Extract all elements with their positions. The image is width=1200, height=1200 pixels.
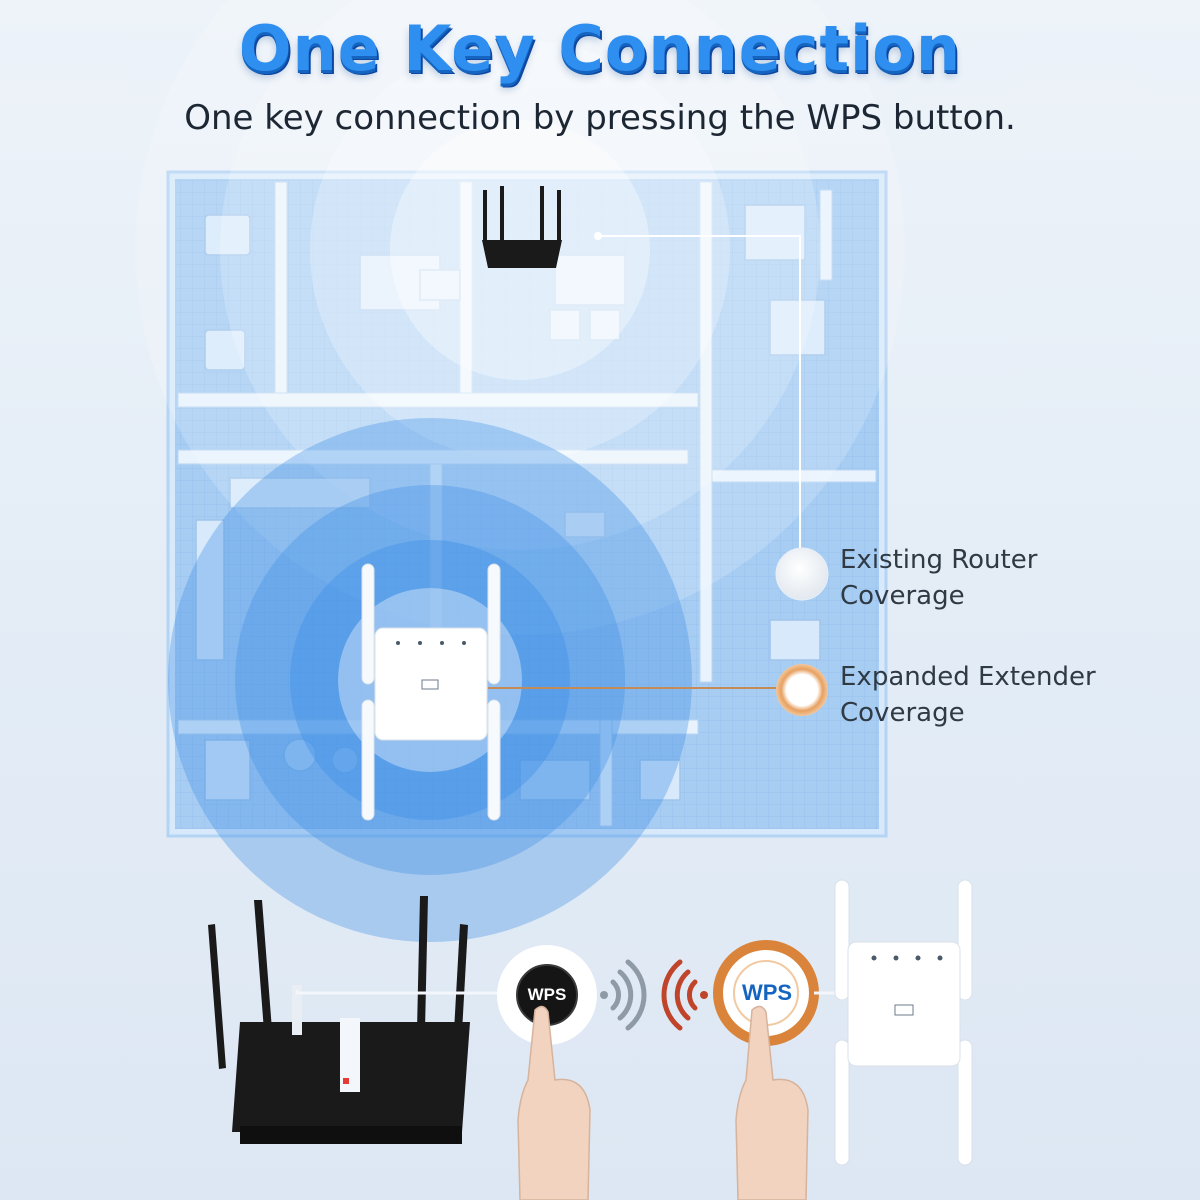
extender-coverage-label: Expanded Extender Coverage bbox=[840, 659, 1160, 731]
wifi-signal-orange-icon bbox=[661, 959, 708, 1031]
extender-coverage-legend-icon bbox=[776, 664, 828, 716]
finger-press-icon bbox=[517, 1005, 809, 1200]
extender-icon bbox=[834, 879, 973, 1166]
extender-coverage-label-line2: Coverage bbox=[840, 698, 965, 728]
router-coverage-label: Existing Router Coverage bbox=[840, 542, 1160, 614]
page-title: One Key Connection bbox=[238, 12, 962, 85]
router-coverage-legend-icon bbox=[775, 547, 829, 601]
wifi-signal-icon bbox=[600, 959, 647, 1031]
router-wps-label: WPS bbox=[527, 985, 567, 1004]
floor-plan bbox=[166, 170, 888, 838]
floorplan-extender-icon bbox=[361, 563, 501, 821]
floorplan-router-icon bbox=[482, 186, 562, 268]
extender-wps-label: WPS bbox=[741, 980, 793, 1005]
router-coverage-label-line2: Coverage bbox=[840, 581, 965, 611]
router-icon bbox=[208, 896, 470, 1144]
page-subtitle: One key connection by pressing the WPS b… bbox=[184, 98, 1016, 138]
router-coverage-label-line1: Existing Router bbox=[840, 545, 1038, 575]
extender-coverage-label-line1: Expanded Extender bbox=[840, 662, 1096, 692]
